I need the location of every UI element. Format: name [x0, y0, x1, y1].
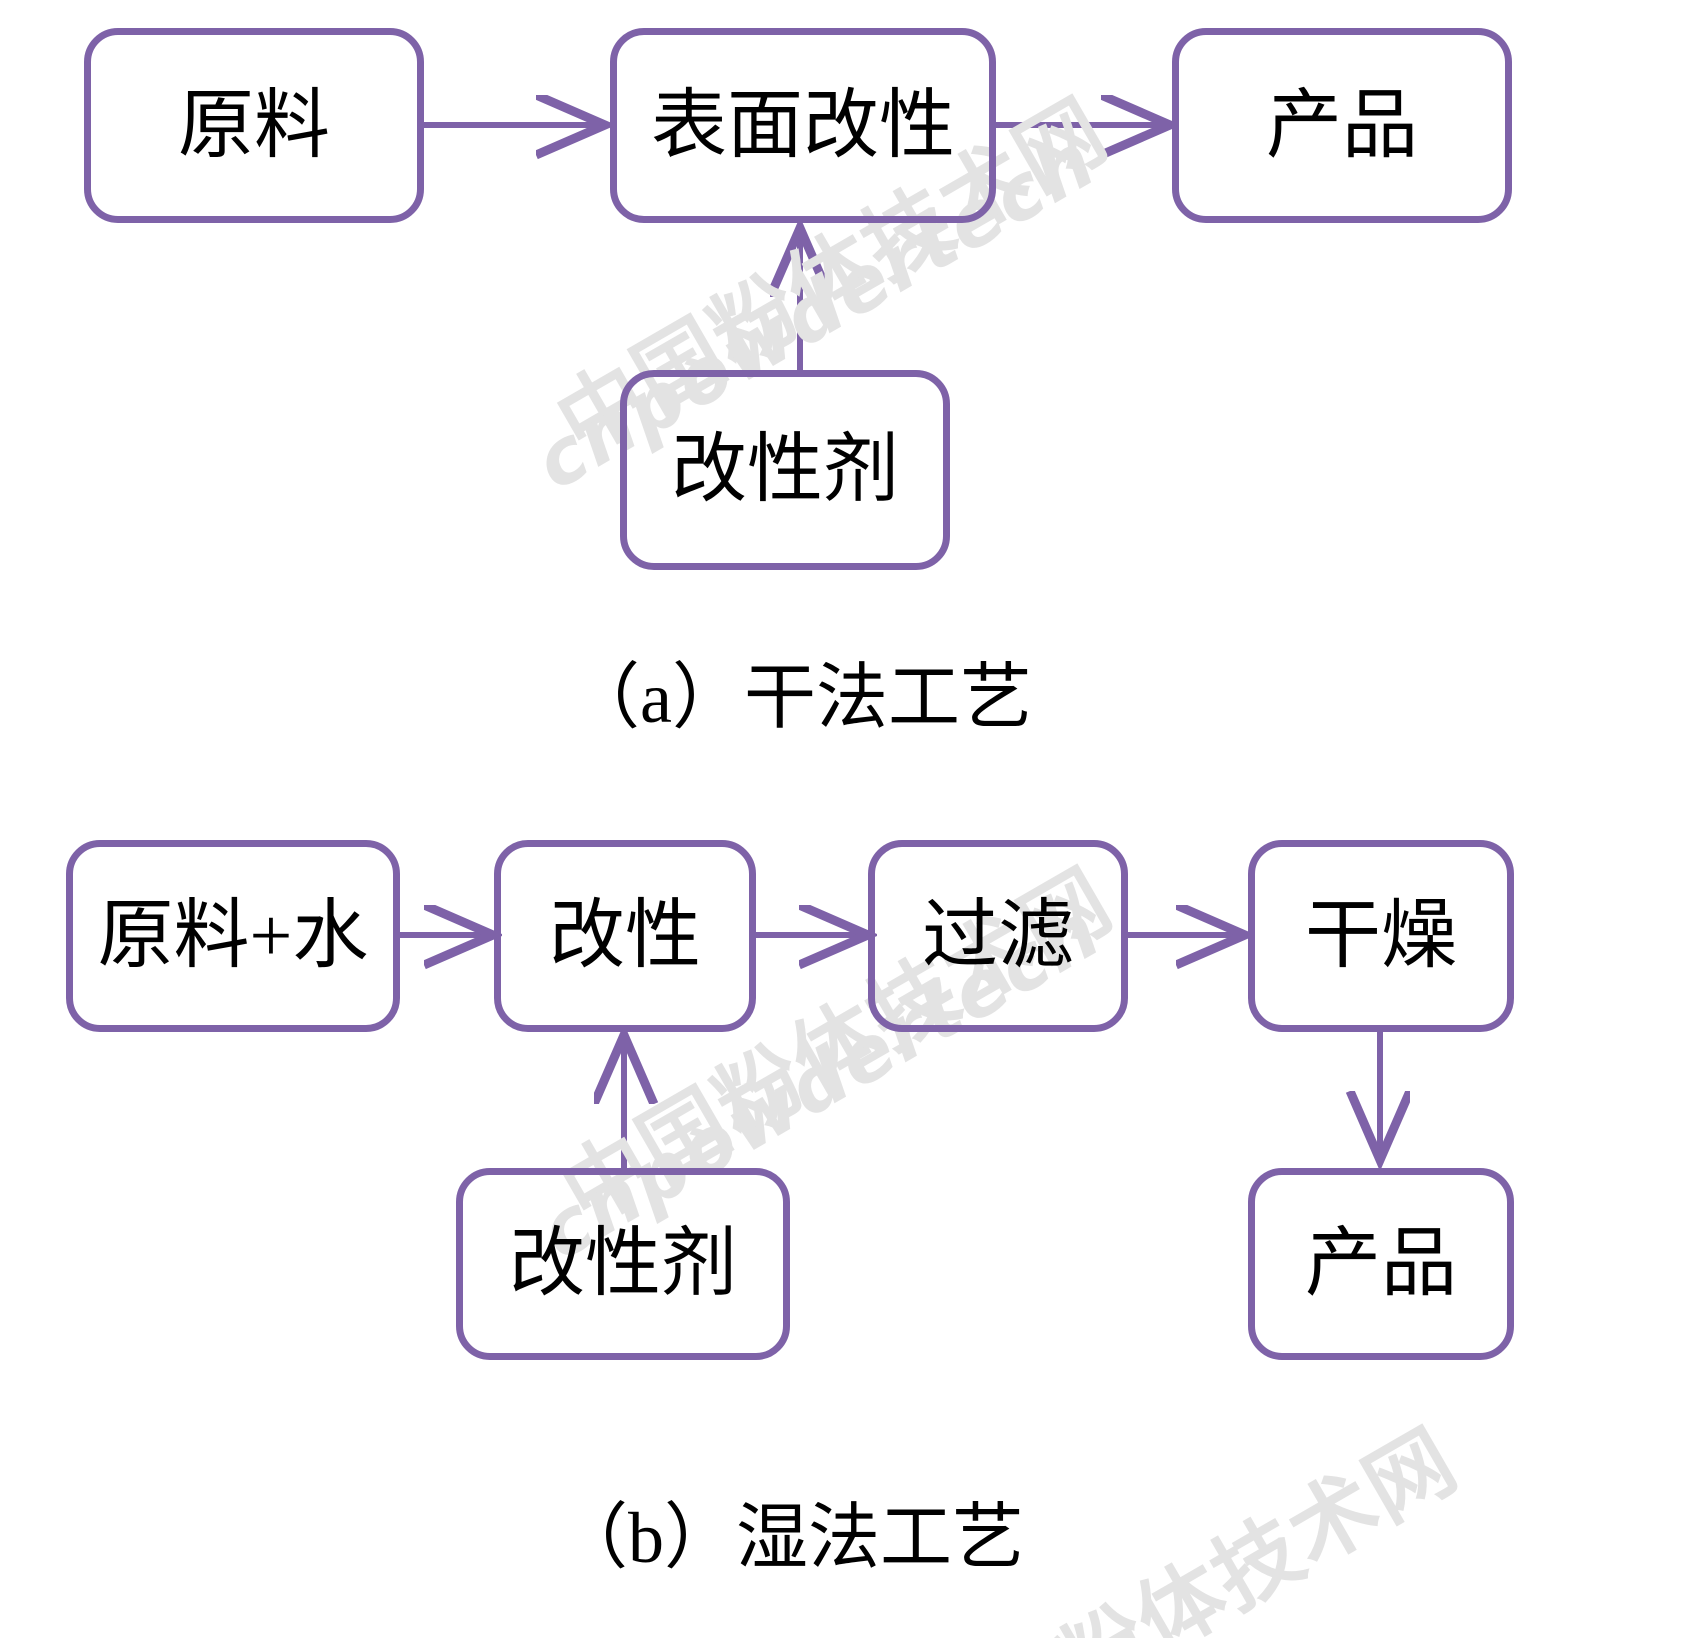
node-product-a[interactable]: 产品	[1172, 28, 1512, 223]
node-label-modifier-a: 改性剂	[671, 428, 899, 512]
node-modifier-b[interactable]: 改性剂	[456, 1168, 790, 1360]
node-raw-material[interactable]: 原料	[84, 28, 424, 223]
node-product-b[interactable]: 产品	[1248, 1168, 1514, 1360]
node-label-raw-material-water: 原料+水	[97, 894, 369, 978]
node-label-surface-modification: 表面改性	[651, 83, 955, 168]
node-surface-modification[interactable]: 表面改性	[610, 28, 996, 223]
caption-diagram-a: （a）干法工艺	[568, 658, 1032, 738]
node-label-filter: 过滤	[922, 894, 1074, 978]
node-label-product-a: 产品	[1266, 83, 1418, 168]
node-modify[interactable]: 改性	[494, 840, 756, 1032]
node-label-product-b: 产品	[1305, 1222, 1457, 1306]
node-raw-material-water[interactable]: 原料+水	[66, 840, 400, 1032]
node-label-modifier-b: 改性剂	[509, 1222, 737, 1306]
caption-diagram-b: （b）湿法工艺	[555, 1498, 1024, 1578]
node-dry[interactable]: 干燥	[1248, 840, 1514, 1032]
node-filter[interactable]: 过滤	[868, 840, 1128, 1032]
node-label-raw-material: 原料	[178, 83, 330, 168]
node-label-dry: 干燥	[1305, 894, 1457, 978]
node-label-modify: 改性	[549, 894, 701, 978]
node-modifier-a[interactable]: 改性剂	[620, 370, 950, 570]
